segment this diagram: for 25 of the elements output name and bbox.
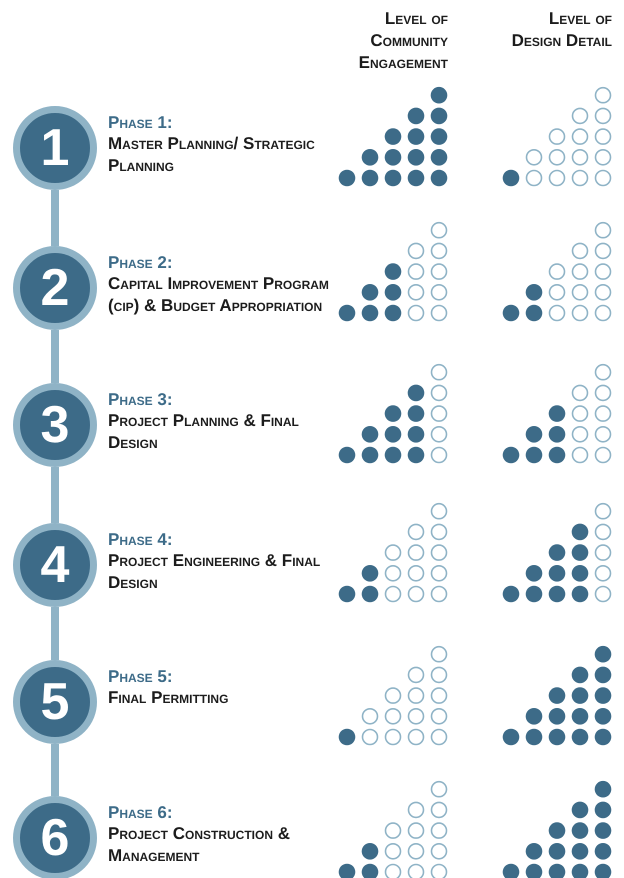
phase-heading: Phase 5: bbox=[108, 667, 174, 687]
column-header: Level of Community Engagement bbox=[358, 8, 448, 74]
phase-heading: Phase 2: bbox=[108, 253, 174, 273]
phase-heading: Phase 6: bbox=[108, 803, 174, 823]
phase-heading: Phase 1: bbox=[108, 113, 174, 133]
phase-title: Project Planning & Final Design bbox=[108, 410, 300, 454]
phase-title: Project Engineering & Final Design bbox=[108, 550, 322, 594]
phase-number-circle: 6 bbox=[13, 796, 97, 878]
column-header: Level of Design Detail bbox=[510, 8, 612, 52]
phase-heading: Phase 4: bbox=[108, 530, 174, 550]
connector-line bbox=[51, 330, 59, 383]
connector-line bbox=[51, 190, 59, 246]
phase-title: Capital Improvement Program (cip) & Budget Appropriation bbox=[108, 273, 330, 317]
phase-number-circle: 4 bbox=[13, 523, 97, 607]
phase-number-circle: 5 bbox=[13, 660, 97, 744]
phase-title: Master Planning/ Strategic Planning bbox=[108, 133, 316, 177]
connector-line bbox=[51, 744, 59, 796]
connector-line bbox=[51, 607, 59, 660]
phase-number-circle: 3 bbox=[13, 383, 97, 467]
phase-number-circle: 1 bbox=[13, 106, 97, 190]
phase-title: Final Permitting bbox=[108, 687, 230, 709]
phase-title: Project Construction & Management bbox=[108, 823, 292, 867]
phase-heading: Phase 3: bbox=[108, 390, 174, 410]
connector-line bbox=[51, 467, 59, 523]
phase-number-circle: 2 bbox=[13, 246, 97, 330]
